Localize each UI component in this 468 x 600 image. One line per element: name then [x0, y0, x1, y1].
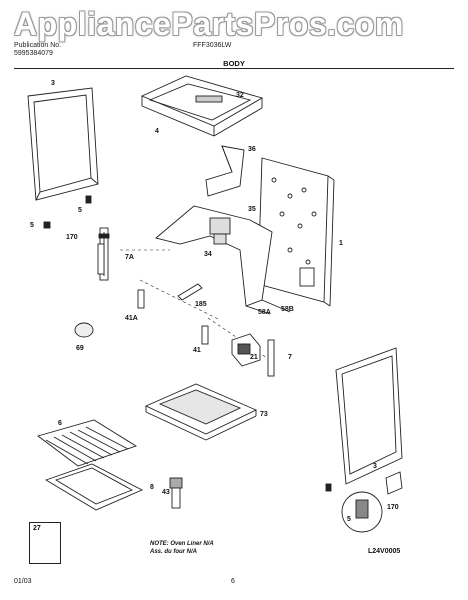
oven-liner-note: NOTE: Oven Liner N/A Ass. du four N/A	[150, 540, 214, 556]
strike-left-drawing	[97, 243, 105, 275]
watermark: AppliancePartsPros.com	[14, 6, 404, 42]
section-title: BODY	[223, 59, 245, 68]
screw-right-drawing	[325, 483, 332, 492]
part-label-58b: 58B	[281, 306, 294, 313]
note-line-1: NOTE: Oven Liner N/A	[150, 541, 214, 547]
broiler-pan-drawing	[44, 463, 144, 511]
part-label-5: 5	[78, 207, 82, 214]
part-label-21: 21	[250, 354, 258, 361]
part-label-6: 6	[58, 420, 62, 427]
switch-block-drawing	[231, 333, 261, 367]
part-label-5-right: 5	[347, 516, 351, 523]
hinge-right-drawing	[385, 471, 403, 495]
part-label-3: 3	[51, 80, 55, 87]
footer-date: 01/03	[14, 578, 32, 585]
part-label-5-left: 5	[30, 222, 34, 229]
clip-41a-drawing	[137, 289, 145, 309]
rear-panel-drawing	[257, 157, 335, 307]
detail-circle-drawing	[341, 491, 383, 533]
side-panel-right-drawing	[335, 347, 403, 485]
part-label-58a: 58A	[258, 309, 271, 316]
part-label-35: 35	[248, 206, 256, 213]
oven-bottom-drawing	[144, 383, 258, 441]
part-label-170-right: 170	[387, 504, 399, 511]
screw-left-drawing	[43, 195, 92, 229]
clip-41-drawing	[201, 325, 209, 345]
part-label-1: 1	[339, 240, 343, 247]
bracket-drawing	[205, 145, 245, 197]
footer-page-number: 6	[231, 578, 235, 585]
part-label-41a: 41A	[125, 315, 138, 322]
part-label-36: 36	[248, 146, 256, 153]
knob-drawing	[74, 322, 94, 338]
part-label-170: 170	[66, 234, 78, 241]
manifold-panel-drawing	[155, 205, 291, 315]
side-panel-left-drawing	[27, 87, 99, 201]
part-label-32: 32	[236, 92, 244, 99]
part-label-4: 4	[155, 128, 159, 135]
bracket-185-drawing	[177, 283, 203, 301]
part-label-8: 8	[150, 484, 154, 491]
publication-label: Publication No.	[14, 42, 62, 49]
oven-rack-drawing	[37, 419, 138, 467]
note-line-2: Ass. du four N/A	[150, 549, 198, 555]
part-label-27: 27	[33, 525, 41, 532]
detail-inset-box: 27	[29, 522, 61, 564]
diagram-code: L24V0005	[368, 548, 401, 555]
part-label-7: 7	[288, 354, 292, 361]
model-number: FFF3036LW	[193, 42, 232, 49]
part-label-41: 41	[193, 347, 201, 354]
part-label-3-right: 3	[373, 463, 377, 470]
leveling-leg-drawing	[169, 477, 183, 509]
part-label-34: 34	[204, 251, 212, 258]
publication-number: 5995384079	[14, 50, 53, 57]
top-frame-drawing	[140, 75, 264, 137]
part-label-69: 69	[76, 345, 84, 352]
part-label-43: 43	[162, 489, 170, 496]
part-label-185: 185	[195, 301, 207, 308]
part-label-73: 73	[260, 411, 268, 418]
part-label-7a: 7A	[125, 254, 134, 261]
strike-right-drawing	[267, 339, 275, 377]
header-rule	[14, 68, 454, 69]
